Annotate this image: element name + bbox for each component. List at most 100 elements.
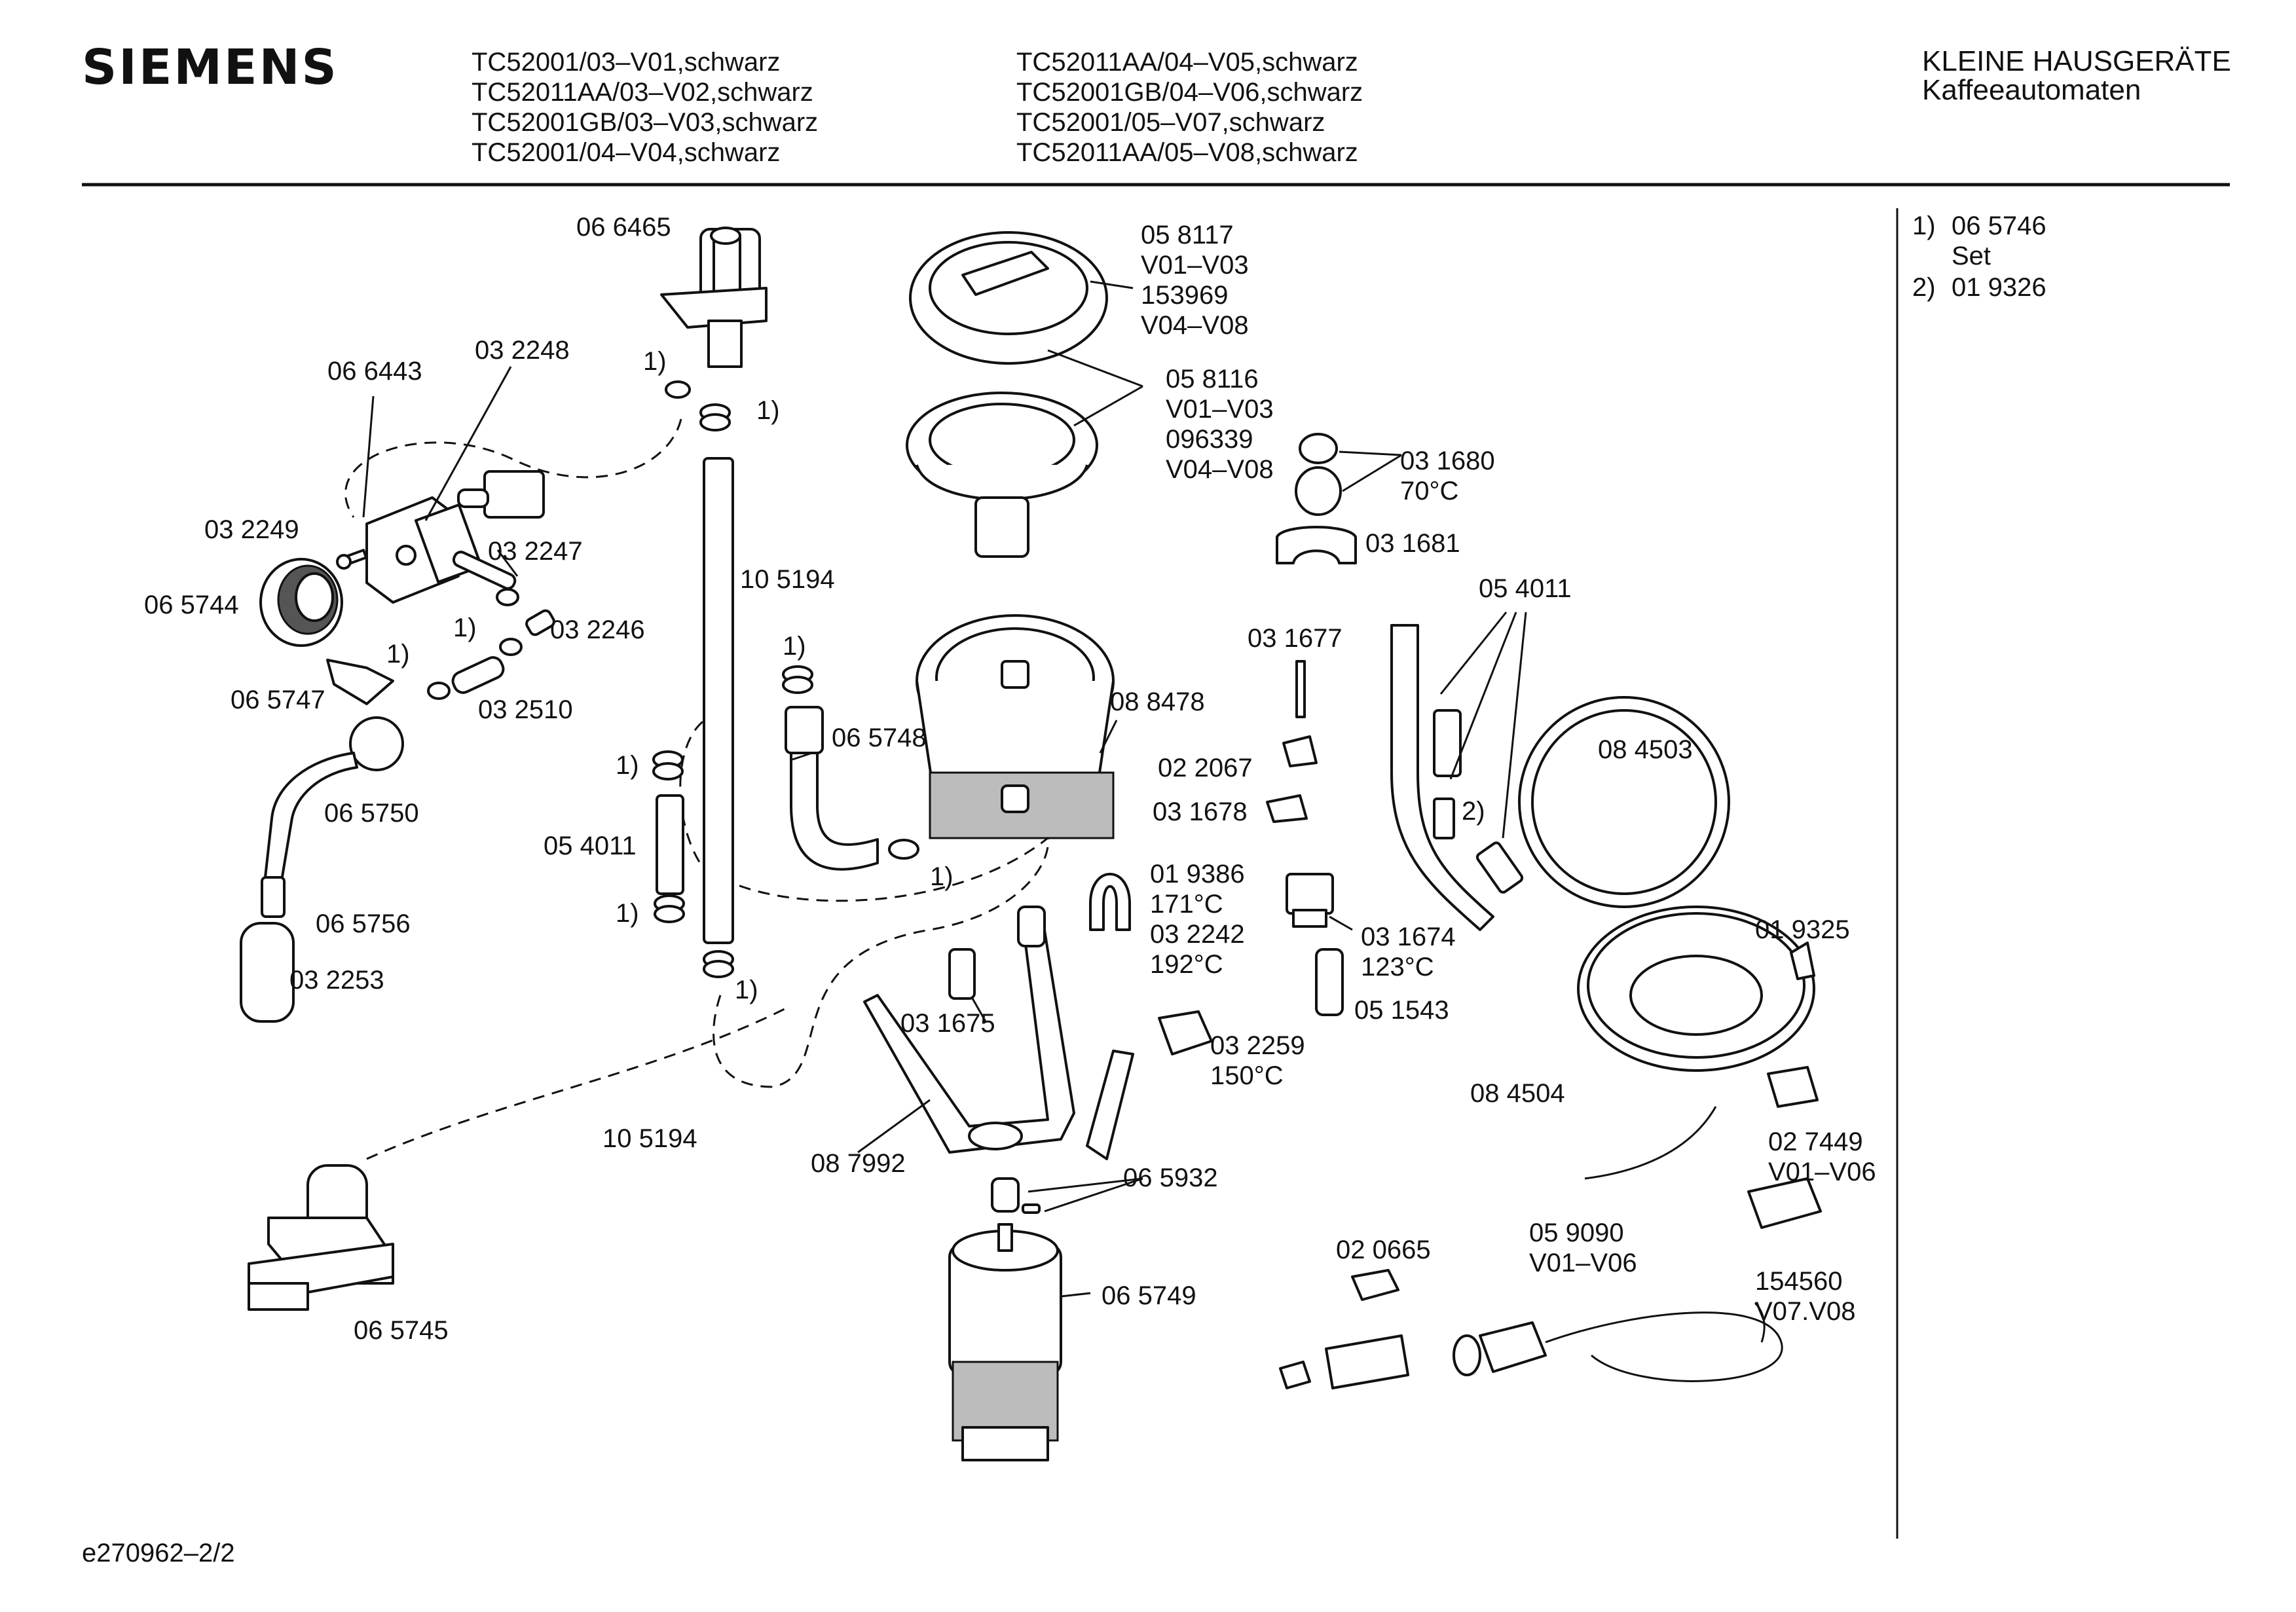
gasket-ring (1518, 696, 1730, 908)
model-line: TC52001/05–V07,schwarz (1016, 108, 1325, 137)
switch-housing (248, 1164, 394, 1311)
part-label: 08 4503 (1598, 735, 1693, 764)
part-label: 154560 (1755, 1267, 1842, 1296)
thermostat-70 (1295, 433, 1342, 516)
ref-marker: 1) (616, 751, 639, 780)
model-list-col1: TC52001/03–V01,schwarz TC52011AA/03–V02,… (472, 48, 818, 167)
part-label: 08 7992 (811, 1149, 906, 1178)
power-cord (1453, 1302, 1783, 1382)
part-label: 171°C (1150, 890, 1223, 919)
thermostat-clip (1276, 526, 1357, 564)
part-label: 03 2247 (488, 537, 583, 566)
part-label: 05 8117 (1141, 221, 1234, 249)
part-label: 03 2246 (550, 615, 645, 644)
heating-plate (1577, 906, 1815, 1072)
ref-marker: 1) (616, 899, 639, 928)
part-labels: 06 6465 06 6443 03 2248 03 2249 03 2247 … (144, 213, 1876, 1345)
ref-marker: 1) (930, 862, 954, 891)
part-label: 03 1680 (1400, 447, 1495, 475)
document-id: e270962–2/2 (82, 1539, 235, 1567)
water-tube (703, 457, 734, 944)
part-label: 02 2067 (1158, 754, 1253, 782)
part-label: 06 5750 (324, 799, 419, 828)
hose-clamps (427, 380, 919, 978)
coupling (991, 1177, 1041, 1214)
part-label: 03 2248 (475, 336, 570, 365)
spring-clip (1790, 942, 1815, 980)
part-label: 06 5744 (144, 591, 239, 619)
part-label: 06 6443 (327, 357, 422, 386)
ref-marker: 1) (643, 347, 667, 376)
thermostat-150 (1158, 1010, 1213, 1055)
note-text: Set (1952, 242, 1991, 270)
ref-marker: 1) (783, 632, 806, 661)
category-title: KLEINE HAUSGERÄTE (1922, 45, 2231, 77)
model-line: TC52011AA/03–V02,schwarz (472, 78, 813, 107)
part-label: 01 9325 (1755, 915, 1850, 944)
part-label: 06 5748 (832, 724, 927, 752)
spacer (948, 948, 976, 1000)
part-label: 06 5932 (1123, 1163, 1218, 1192)
part-label: 03 1674 (1361, 923, 1456, 951)
part-label: 06 6465 (576, 213, 671, 242)
model-line: TC52011AA/05–V08,schwarz (1016, 138, 1358, 167)
part-label: 03 2242 (1150, 920, 1245, 949)
part-label: 05 8116 (1166, 365, 1259, 394)
subcategory-title: Kaffeeautomaten (1922, 74, 2141, 106)
part-label: 05 4011 (544, 832, 637, 860)
model-line: TC52001GB/04–V06,schwarz (1016, 78, 1363, 107)
part-label: 01 9386 (1150, 860, 1245, 888)
bracket-part (1266, 794, 1308, 823)
steam-nozzle (240, 659, 404, 1023)
model-line: TC52001/04–V04,schwarz (472, 138, 780, 167)
part-label: V07.V08 (1755, 1297, 1855, 1326)
part-label: 153969 (1141, 281, 1228, 310)
part-label: 02 0665 (1336, 1236, 1431, 1264)
switch-part (1747, 1066, 1822, 1229)
part-label: 02 7449 (1768, 1127, 1863, 1156)
pin (1295, 660, 1306, 718)
part-label: 03 1681 (1365, 529, 1460, 558)
part-label: 10 5194 (602, 1124, 697, 1153)
part-label: 03 2510 (478, 695, 573, 724)
ref-marker: 1) (735, 976, 758, 1004)
grinder-bowl (916, 614, 1115, 839)
sensor (1315, 948, 1344, 1016)
ref-marker: 1) (386, 640, 410, 669)
part-label: 03 1675 (900, 1009, 995, 1038)
steam-switch-assembly (365, 470, 545, 604)
part-label: 123°C (1361, 953, 1434, 981)
ref-marker: 2) (1462, 797, 1485, 826)
part-label: 03 2253 (289, 966, 384, 995)
part-label: 03 1677 (1248, 624, 1342, 653)
part-label: 03 1678 (1153, 797, 1248, 826)
part-label: 192°C (1150, 950, 1223, 979)
filter-holder (906, 392, 1098, 558)
motor (948, 1223, 1062, 1461)
thermal-fuse (1089, 873, 1131, 931)
part-label: 096339 (1166, 425, 1253, 454)
part-label: V04–V08 (1166, 455, 1274, 484)
note-marker: 1) (1912, 211, 1936, 240)
part-label: 03 2249 (204, 515, 299, 544)
part-label: 06 5749 (1102, 1281, 1196, 1310)
part-label: 08 4504 (1470, 1079, 1565, 1108)
right-tube-set (1390, 624, 1524, 931)
notes-panel: 1) 06 5746 Set 2) 01 9326 (1912, 211, 2046, 302)
valve-part (660, 227, 768, 368)
part-label: 05 4011 (1479, 574, 1572, 603)
thermostat-123 (1286, 873, 1334, 928)
note-part: 06 5746 (1952, 211, 2046, 240)
lid (909, 231, 1108, 365)
part-label: 10 5194 (740, 565, 835, 594)
model-list-col2: TC52011AA/04–V05,schwarz TC52001GB/04–V0… (1016, 48, 1363, 167)
part-label: V01–V06 (1529, 1249, 1637, 1277)
model-line: TC52011AA/04–V05,schwarz (1016, 48, 1358, 77)
ref-marker: 1) (756, 396, 780, 425)
part-label: V01–V03 (1166, 395, 1274, 424)
part-label: 70°C (1400, 477, 1458, 505)
terminal-strip (1279, 1334, 1409, 1389)
note-part: 01 9326 (1952, 273, 2046, 302)
part-label: 05 9090 (1529, 1218, 1624, 1247)
model-line: TC52001/03–V01,schwarz (472, 48, 780, 77)
